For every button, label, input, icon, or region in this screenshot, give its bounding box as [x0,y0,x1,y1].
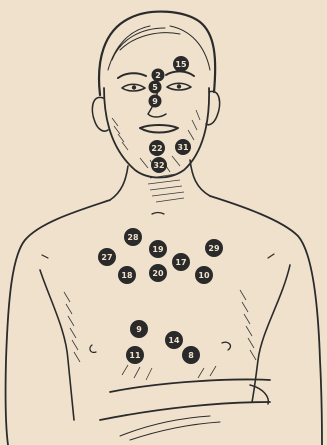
acupoint-number: 17 [175,258,186,267]
left-nipple [90,345,96,352]
acupoint-number: 11 [129,351,141,360]
right-nipple [222,342,230,350]
forearm-hatch [120,416,220,440]
acupoint-5: 5 [149,81,162,94]
acupoint-31: 31 [175,139,191,155]
acupoint-20: 20 [149,264,167,282]
acupoint-17: 17 [172,253,190,271]
acupoint-number: 27 [101,253,112,262]
acupoint-number: 9 [136,325,142,334]
throat-notch [152,213,164,215]
acupoint-number: 2 [155,71,161,80]
right-pupil [177,84,181,88]
abdomen-shading [122,365,216,380]
acupoint-11: 11 [126,346,144,364]
left-torso-side [40,270,74,420]
hair-strands [108,26,210,70]
chest-mark-left [42,255,48,258]
acupoint-2: 2 [152,69,165,82]
acupoint-32: 32 [151,157,167,173]
acupoint-10: 10 [195,266,213,284]
right-shoulder-arm [210,196,322,445]
acupoint-number: 22 [151,144,162,153]
acupoint-markers: 15 2 5 9 22 31 32 28 19 29 27 17 18 20 10 9 14 11 8 [98,56,223,364]
acupoint-number: 20 [152,269,164,278]
chest-mark-right [268,254,274,258]
mouth [140,125,178,133]
forearm-top [110,380,270,393]
acupoint-number: 5 [152,83,158,92]
acupoint-number: 10 [198,271,210,280]
acupoint-number: 19 [152,245,164,254]
neck-right [190,160,210,196]
acupoint-28: 28 [124,228,142,246]
right-torso-side [252,265,290,402]
acupoint-14: 14 [165,331,183,349]
acupoint-number: 31 [177,143,189,152]
acupoint-number: 15 [175,60,187,69]
acupoint-15: 15 [173,56,189,72]
acupoint-22: 22 [149,140,165,156]
forearm-bottom [100,402,270,420]
neck-left [110,166,128,200]
acupoint-number: 18 [121,271,133,280]
acupoint-29: 29 [205,239,223,257]
acupoint-18: 18 [118,266,136,284]
acupoint-number: 8 [188,351,194,360]
left-pupil [132,85,136,89]
acupoint-number: 29 [208,244,220,253]
acupoint-8: 8 [182,346,200,364]
acupoint-number: 28 [127,233,139,242]
right-eyebrow [166,71,194,76]
acupoint-27: 27 [98,248,116,266]
acupoint-9: 9 [130,320,148,338]
left-eyebrow [118,73,146,78]
left-shoulder-arm [6,200,110,445]
neck-shading [148,174,184,202]
acupoint-9: 9 [149,95,162,108]
acupoint-number: 32 [153,161,164,170]
acupoint-19: 19 [149,240,167,258]
acupoint-number: 9 [152,97,158,106]
right-armpit-shading [240,290,256,360]
acupoint-number: 14 [168,336,180,345]
